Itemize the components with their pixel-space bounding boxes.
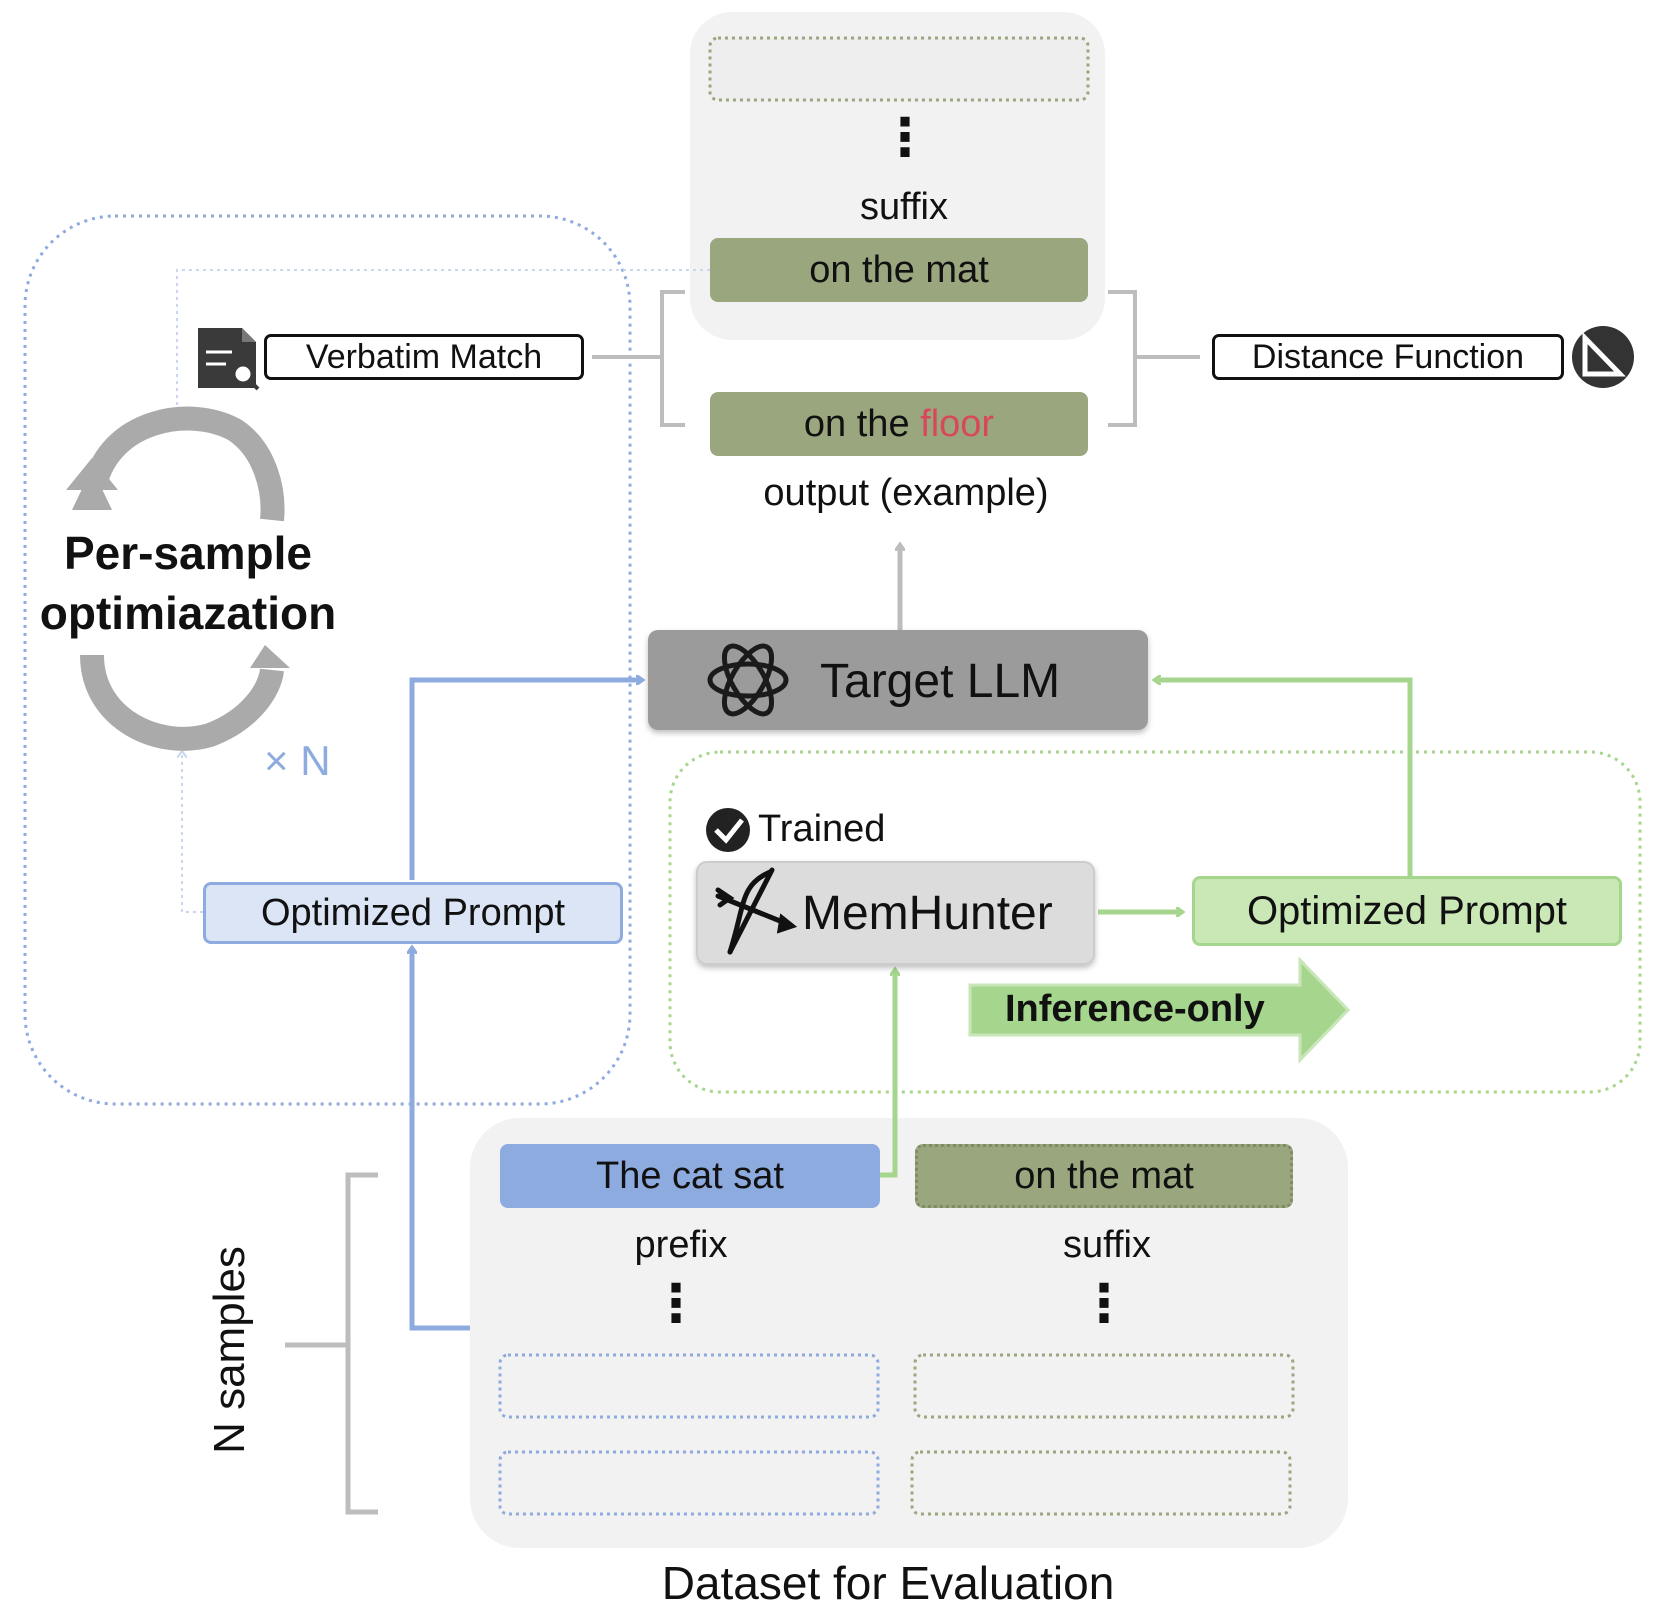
target-llm-label: Target LLM [820,655,1061,708]
verbatim-match-box: Verbatim Match [264,334,584,380]
suffix-box: on the mat [915,1144,1293,1208]
openai-icon [707,643,789,717]
optimized-prompt-green: Optimized Prompt [1192,876,1622,946]
output-example-box: on the floor [710,392,1088,456]
inference-only-label: Inference-only [1005,988,1265,1030]
suffix-dots: ⋮ [1078,1275,1130,1333]
prompt-to-llm-arrow [409,680,642,880]
trained-label: Trained [758,808,886,850]
document-search-icon [198,328,260,391]
optimized-prompt-blue: Optimized Prompt [203,882,623,944]
placeholder-slot [708,36,1090,102]
dataset-panel [470,1118,1348,1548]
times-n-label: × N [264,737,331,784]
output-dots: ⋮ [879,109,931,167]
green-prompt-to-llm-arrow [1155,680,1413,876]
distance-function-box: Distance Function [1212,334,1564,380]
per-sample-region [23,214,632,1106]
bow-arrow-icon [715,867,798,955]
per-sample-title-line1: Per-sample [63,527,313,579]
output-caption: output (example) [763,472,1049,514]
set-square-icon [1572,326,1634,388]
right-bracket [1108,290,1137,427]
output-suffix-label: suffix [859,186,949,228]
n-samples-brace [345,1172,378,1515]
output-example-highlight: floor [920,402,995,445]
suffix-text: on the mat [1014,1154,1194,1197]
per-sample-title-line2: optimiazation [39,587,337,639]
memhunter-label: MemHunter [802,887,1053,940]
prefix-text: The cat sat [596,1154,784,1197]
n-samples-label: N samples [205,1246,254,1454]
cycle-arrows-icon [66,406,290,751]
optimized-prompt-green-label: Optimized Prompt [1246,888,1568,933]
verbatim-match-label: Verbatim Match [305,337,543,376]
left-bracket [660,290,685,427]
feedback-line-bottom [182,752,203,913]
distance-function-label: Distance Function [1251,337,1525,376]
memhunter-box [696,861,1095,965]
prefix-dots: ⋮ [650,1275,702,1333]
output-example-prefix: on the [803,402,910,445]
output-suffix-text: on the mat [809,248,989,291]
dataset-to-prompt-arrow [412,948,470,1331]
checkmark-icon [706,808,750,852]
optimized-prompt-blue-label: Optimized Prompt [260,891,566,934]
inference-region [668,750,1642,1094]
inference-only-arrow [968,956,1351,1064]
dataset-caption: Dataset for Evaluation [661,1557,1115,1609]
output-suffix-box: on the mat [710,238,1088,302]
feedback-line-top [177,269,710,420]
prefix-to-memhunter-arrow [880,970,895,1178]
prefix-box: The cat sat [500,1144,880,1208]
prefix-label: prefix [634,1224,728,1266]
suffix-label: suffix [1062,1224,1152,1266]
